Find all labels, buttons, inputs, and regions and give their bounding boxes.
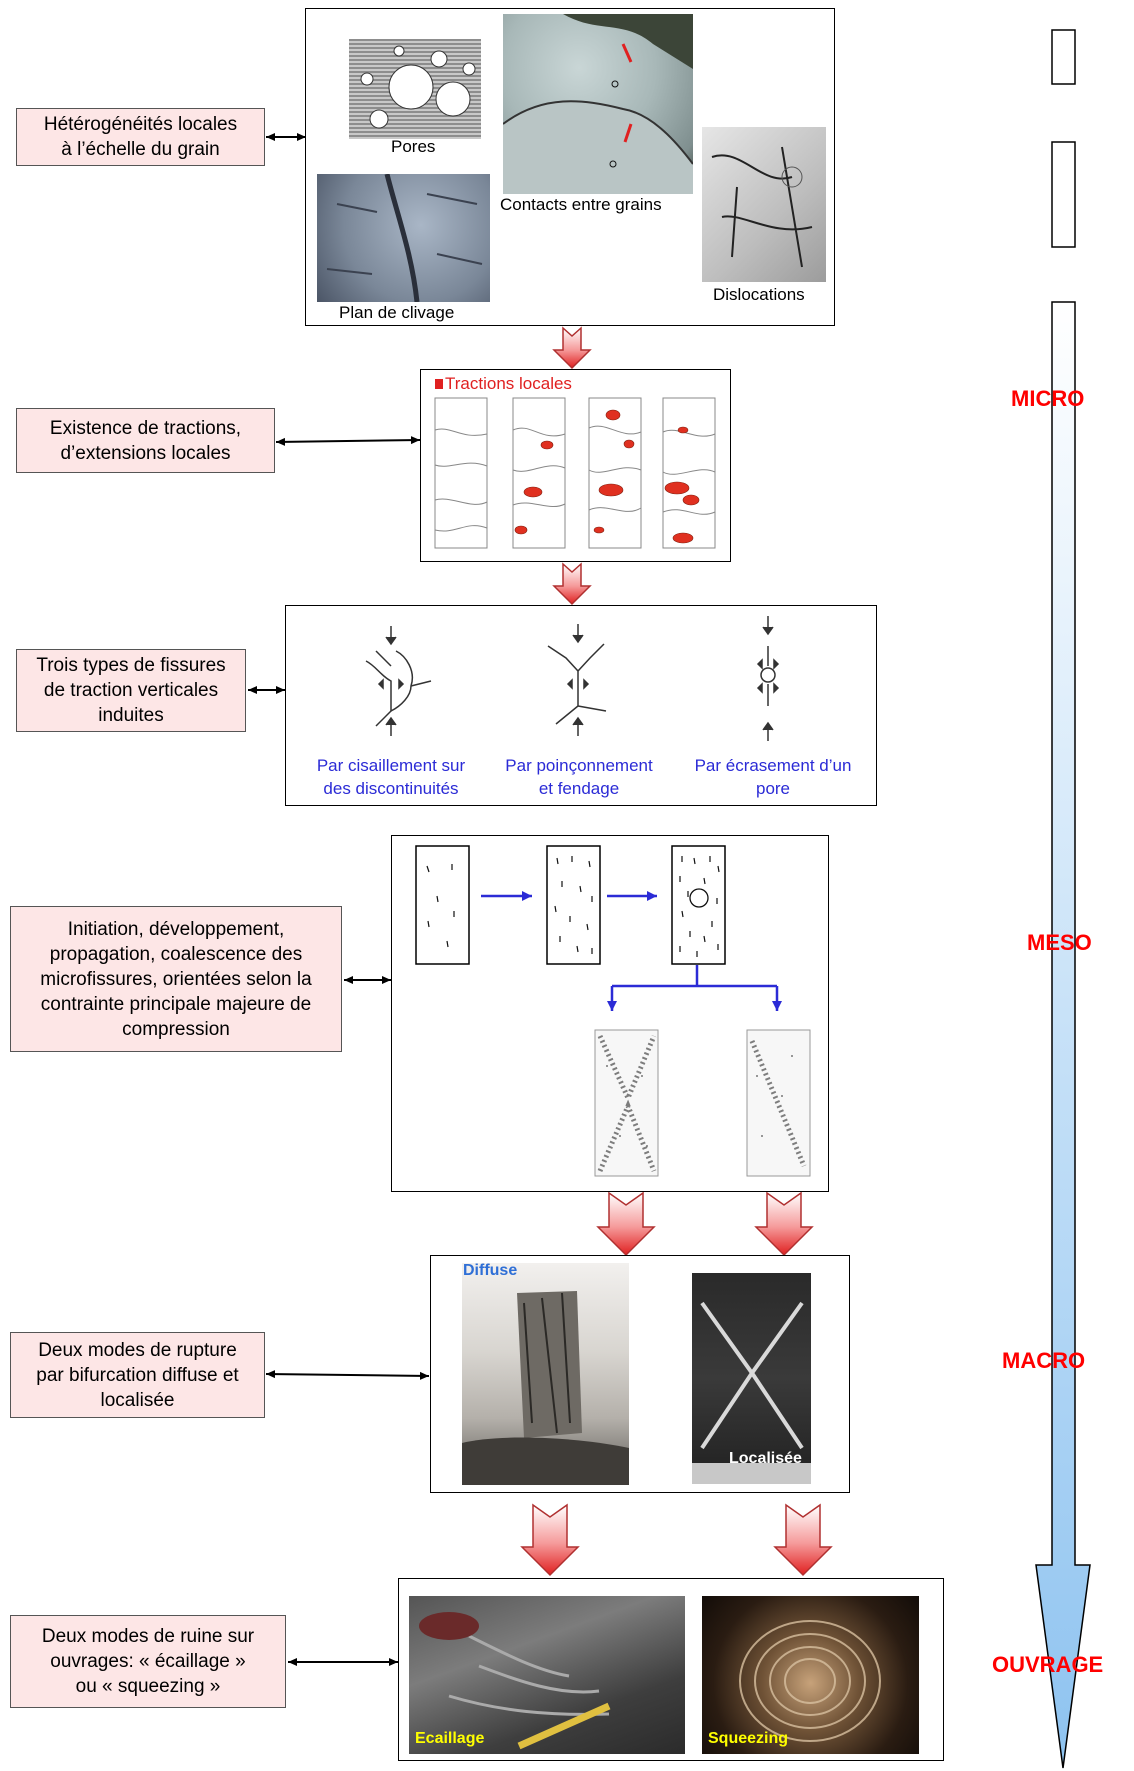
pores-image (349, 39, 481, 139)
panel-crack-types: Par cisaillement sur des discontinuités … (285, 605, 877, 806)
scale-macro: MACRO (1002, 1348, 1086, 1373)
panel-rupture-modes: Diffuse Localisée (430, 1255, 850, 1493)
localized-sample-photo (692, 1273, 811, 1484)
ecaillage-label: Ecaillage (415, 1730, 485, 1747)
pores-caption: Pores (391, 137, 436, 156)
stage-label-2: Existence de tractions, d’extensions loc… (16, 408, 275, 473)
panel-local-tractions: Tractions locales (420, 369, 731, 562)
tractions-title: Tractions locales (445, 374, 572, 393)
scale-box-2 (1051, 141, 1076, 248)
crack-type-shear: Par cisaillement sur des discontinuités (316, 756, 466, 798)
ecaillage-photo (409, 1596, 685, 1754)
tractions-legend-swatch (435, 379, 443, 389)
scale-box-1 (1051, 29, 1076, 85)
diffuse-sample-photo (462, 1263, 629, 1485)
dislocations-caption: Dislocations (713, 285, 805, 304)
localized-label: Localisée (729, 1450, 802, 1467)
cleavage-caption: Plan de clivage (339, 303, 455, 322)
panel-structure-failure: Ecaillage Squeezing (398, 1578, 944, 1761)
scale-micro: MICRO (1011, 386, 1085, 411)
stage-label-1: Hétérogénéités locales à l’échelle du gr… (16, 108, 265, 166)
traction-maps (434, 397, 716, 549)
dislocations-image (702, 127, 826, 282)
stage-label-3: Trois types de fissures de traction vert… (16, 649, 246, 732)
contacts-caption: Contacts entre grains (500, 195, 662, 214)
connector-5 (265, 1370, 430, 1380)
flow-arrow (520, 326, 833, 1577)
scale-meso: MESO (1027, 930, 1092, 955)
grain-contacts-image (503, 14, 693, 194)
crack-type-pore-crushing: Par écrasement d’un pore (694, 756, 852, 798)
connector-2 (275, 436, 421, 446)
microcrack-sketches (415, 845, 811, 1177)
stage-label-5: Deux modes de rupture par bifurcation di… (10, 1332, 265, 1418)
scale-arrow (1035, 301, 1091, 1769)
panel-grain-heterogeneities: Pores Contacts entre grains Plan de cliv… (305, 8, 835, 326)
scale-ouvrage: OUVRAGE (992, 1652, 1104, 1677)
cleavage-plane-image (317, 174, 490, 302)
stage-label-6: Deux modes de ruine sur ouvrages: « écai… (10, 1615, 286, 1708)
squeezing-photo (702, 1596, 919, 1754)
diffuse-label: Diffuse (463, 1262, 518, 1279)
crack-type-punching: Par poinçonnement et fendage (505, 756, 653, 798)
panel-microcrack-evolution (391, 835, 829, 1192)
squeezing-label: Squeezing (708, 1730, 789, 1747)
crack-sketches (365, 616, 780, 741)
stage-label-4: Initiation, développement, propagation, … (10, 906, 342, 1052)
